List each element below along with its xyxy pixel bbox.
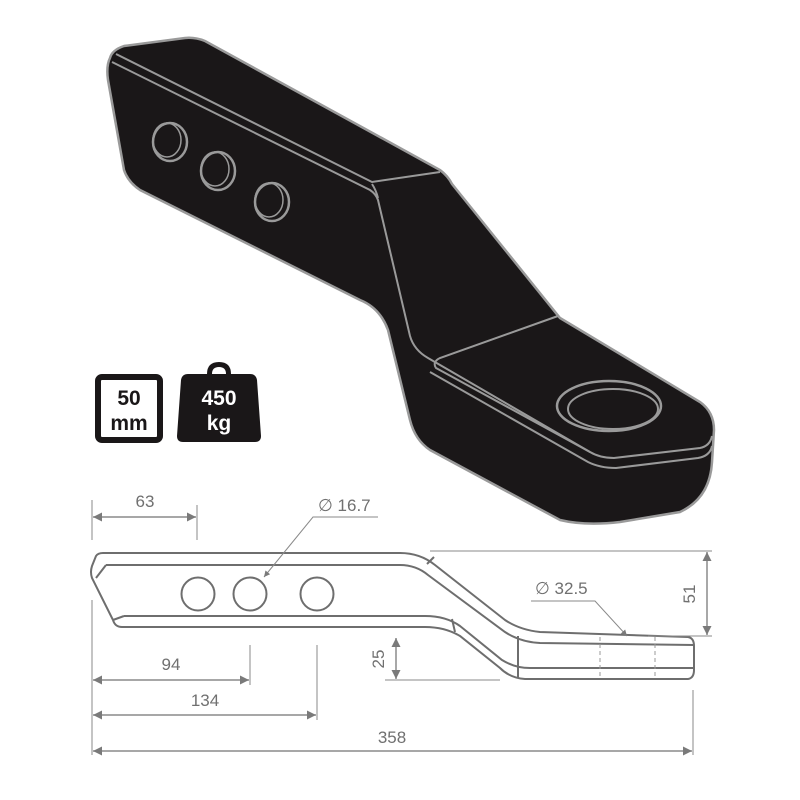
- ball-platform-edge: [433, 315, 591, 453]
- profile-outline: [90, 552, 695, 680]
- size-badge-value: 50: [117, 387, 140, 410]
- ball-hole-hidden-lines: [599, 637, 656, 679]
- ball-platform-front-edge: [429, 371, 713, 470]
- dim-94-label: 94: [162, 655, 181, 674]
- weight-badge-unit: kg: [207, 412, 232, 435]
- side-profile-drawing: [90, 552, 695, 680]
- dimension-lines: [91, 500, 712, 756]
- profile-pin-hole-1: [180, 576, 216, 612]
- pin-hole-2: [199, 150, 237, 192]
- dim-63-label: 63: [136, 492, 155, 511]
- profile-inner-top: [106, 564, 695, 646]
- pin-hole-3: [253, 181, 291, 223]
- ball-hole: [555, 379, 663, 433]
- ball-mount-3d-render: [106, 36, 716, 525]
- top-edge-line-inner: [115, 53, 441, 184]
- dimension-labels: 63 ∅ 16.7 ∅ 32.5 51 25 94 134 358: [136, 492, 699, 747]
- dim-358-label: 358: [378, 728, 406, 747]
- dim-ball-hole-diameter-label: ∅ 32.5: [535, 579, 588, 598]
- bend-transition-1: [426, 556, 435, 565]
- bend-face-line: [371, 183, 379, 199]
- dim-51-label: 51: [680, 585, 699, 604]
- weight-badge-value: 450: [201, 387, 236, 410]
- weight-badge-450kg: 450 kg: [177, 362, 261, 442]
- bend-transition-2: [451, 618, 456, 633]
- size-badge-50mm: 50 mm: [95, 374, 163, 443]
- dim-hole-diameter-label: ∅ 16.7: [318, 496, 371, 515]
- profile-chamfer: [95, 564, 125, 621]
- top-edge-line: [111, 61, 713, 460]
- pin-hole-1: [151, 121, 189, 163]
- profile-pin-hole-2: [232, 576, 268, 612]
- profile-inner-bottom: [124, 615, 694, 669]
- dim-134-label: 134: [191, 691, 219, 710]
- profile-pin-hole-3: [299, 576, 335, 612]
- mount-body-silhouette: [106, 36, 716, 525]
- size-badge-unit: mm: [110, 412, 147, 435]
- weight-icon: [177, 362, 261, 442]
- dim-25-label: 25: [369, 650, 388, 669]
